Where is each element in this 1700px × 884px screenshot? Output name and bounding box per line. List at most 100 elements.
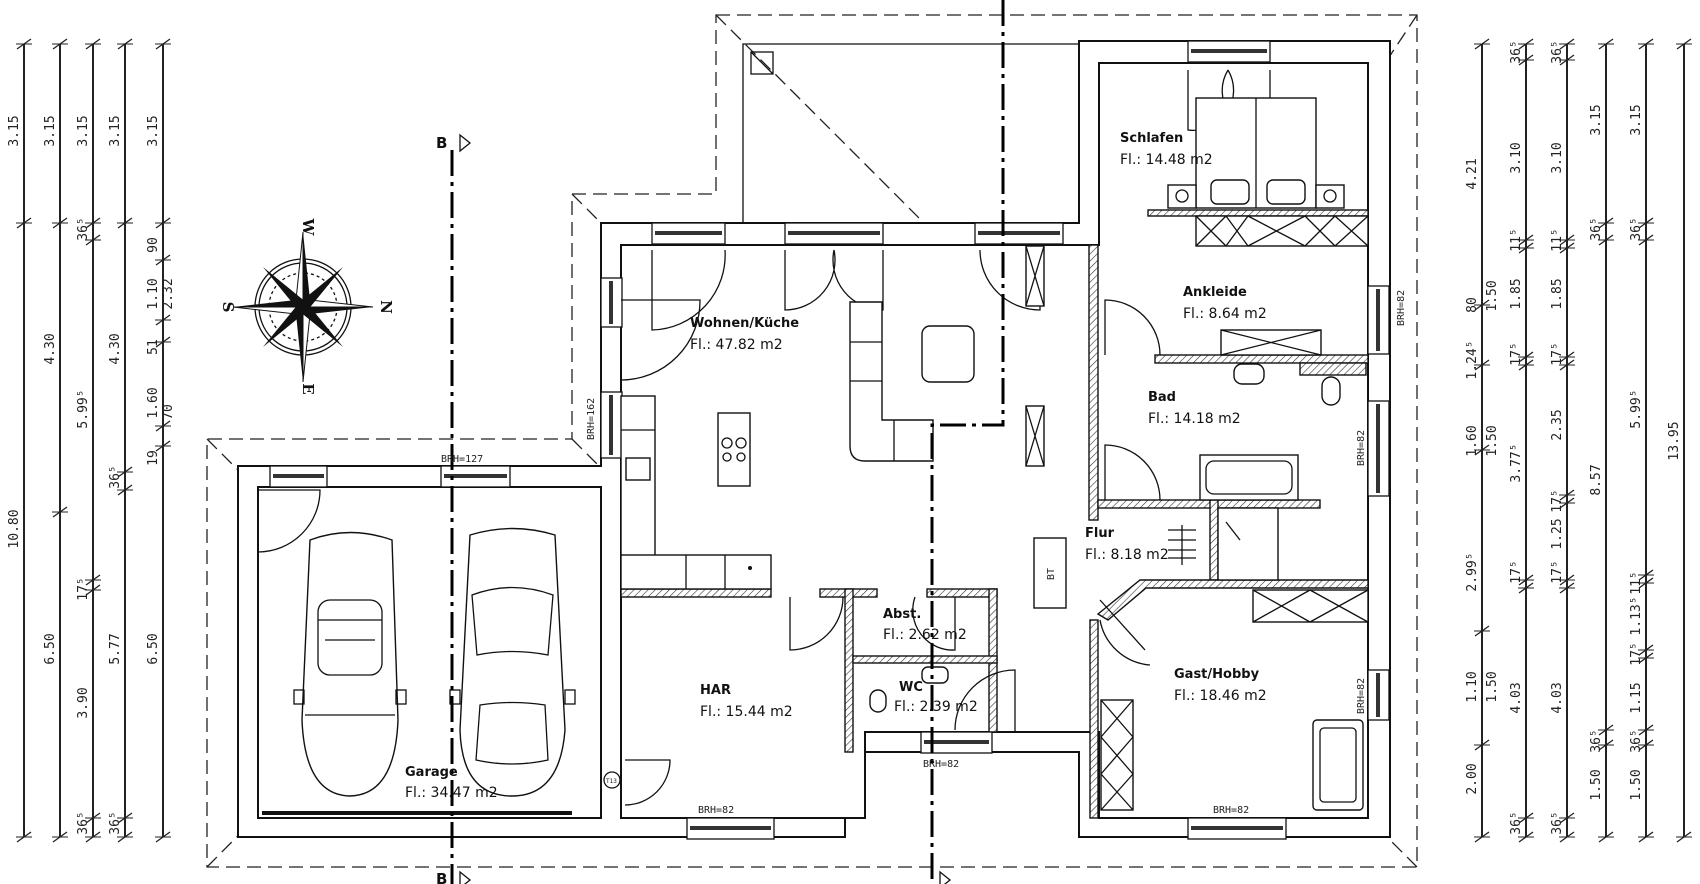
dimension-chain-left-3: 3.15 36⁵ 5.99⁵ 17⁵ 3.90 36⁵ xyxy=(76,38,101,843)
dimension-label: 4.30 xyxy=(108,333,123,364)
room-name-wc: WC xyxy=(899,680,923,695)
window xyxy=(974,222,1064,245)
dimension-label: 1.24⁵ xyxy=(1465,340,1480,379)
section-label-top: B xyxy=(436,134,447,152)
room-area-bad: Fl.: 14.18 m2 xyxy=(1148,411,1241,427)
dimension-label: 3.10 xyxy=(1509,142,1524,173)
door-bad xyxy=(1104,444,1161,501)
window xyxy=(440,465,511,488)
door-wohnen-side xyxy=(620,299,701,381)
dimension-chain-right-2: 1.501.501.50 xyxy=(1485,280,1500,702)
dimension-label: 3.15 xyxy=(1629,104,1644,135)
dimension-label: 17⁵ xyxy=(1509,560,1524,583)
coffee-table xyxy=(921,325,975,383)
dimension-label: 2.32 xyxy=(161,278,176,309)
dimension-label: 3.15 xyxy=(108,115,123,146)
dimension-label: 4.21 xyxy=(1465,158,1480,189)
room-labels: Wohnen/Küche Fl.: 47.82 m2 Schlafen Fl.:… xyxy=(405,131,1267,801)
room-area-schlafen: Fl.: 14.48 m2 xyxy=(1120,152,1213,168)
dimension-label: 1.25 xyxy=(1550,518,1565,549)
washbasin xyxy=(1233,363,1265,385)
room-name-har: HAR xyxy=(700,683,731,698)
dimension-label: 10.80 xyxy=(7,509,22,548)
section-lines xyxy=(450,0,1005,884)
car-left xyxy=(293,531,407,797)
dimension-label: 36⁵ xyxy=(1550,40,1565,63)
brh-ankleide: BRH=82 xyxy=(1396,290,1407,326)
door-wohnen-east xyxy=(979,249,1041,311)
compass-s: S xyxy=(219,302,237,313)
dimension-label: 1.85 xyxy=(1509,278,1524,309)
window xyxy=(651,222,726,245)
dimension-label: 11⁵ xyxy=(1509,228,1524,251)
dimension-label: 5.99⁵ xyxy=(76,389,91,428)
dimension-label: 2.99⁵ xyxy=(1465,552,1480,591)
window xyxy=(600,277,623,328)
door-har-exit xyxy=(624,759,671,806)
room-name-gast: Gast/Hobby xyxy=(1174,667,1260,682)
window xyxy=(1367,669,1390,721)
dimension-label: 17⁵ xyxy=(1629,642,1644,665)
dimension-label: 4.03 xyxy=(1509,682,1524,713)
dimension-label: 17⁵ xyxy=(1550,560,1565,583)
door-abst xyxy=(912,596,956,651)
dimension-label: 3.15 xyxy=(146,115,161,146)
dimension-chain-left-1: 3.15 10.80 xyxy=(7,38,32,843)
dimension-label: 1.50 xyxy=(1629,769,1644,800)
dimension-label: 6.50 xyxy=(43,633,58,664)
compass-n: N xyxy=(377,300,395,314)
furniture xyxy=(293,97,1369,811)
dimension-label: 36⁵ xyxy=(1550,811,1565,834)
dimension-label: 3.15 xyxy=(1589,104,1604,135)
windows xyxy=(262,40,1390,840)
brh-gast-side: BRH=82 xyxy=(1356,678,1367,714)
window xyxy=(784,222,884,245)
dimension-label: 3.15 xyxy=(7,115,22,146)
dimension-label: 17⁵ xyxy=(1550,342,1565,365)
door-wc xyxy=(954,669,1016,732)
dimension-label: 1.85 xyxy=(1550,278,1565,309)
dimension-label: 51 xyxy=(146,339,161,355)
dimension-label: 17⁵ xyxy=(76,577,91,600)
dimension-label: 36⁵ xyxy=(1589,217,1604,240)
brh-har: BRH=82 xyxy=(698,805,734,816)
dimension-label: 4.30 xyxy=(43,333,58,364)
shower xyxy=(1217,507,1279,581)
room-name-abst: Abst. xyxy=(883,607,921,622)
dimension-label: 36⁵ xyxy=(1509,40,1524,63)
compass-e: E xyxy=(299,383,317,394)
dimension-label: 11⁵ xyxy=(1629,571,1644,594)
dimension-label: 3.90 xyxy=(76,687,91,718)
room-area-flur: Fl.: 8.18 m2 xyxy=(1085,547,1169,563)
dimension-label: 1.10 xyxy=(1465,671,1480,702)
dimension-label: 36⁵ xyxy=(76,217,91,240)
window xyxy=(269,465,328,488)
window xyxy=(600,391,623,459)
kitchen-island xyxy=(717,412,751,487)
brh-wc: BRH=82 xyxy=(923,759,959,770)
door-wohnen-terrace xyxy=(651,249,726,331)
dimension-label: 36⁵ xyxy=(1589,729,1604,752)
room-area-gast: Fl.: 18.46 m2 xyxy=(1174,688,1267,704)
dimension-label: 2.35 xyxy=(1550,409,1565,440)
dimension-label: 36⁵ xyxy=(76,811,91,834)
window xyxy=(1367,400,1390,497)
brh-garage: BRH=127 xyxy=(441,454,483,465)
dimension-label: 36⁵ xyxy=(1629,217,1644,240)
window xyxy=(1367,285,1390,355)
dimension-label: 6.50 xyxy=(146,633,161,664)
door-har xyxy=(789,596,844,651)
dimension-label: 3.15 xyxy=(76,115,91,146)
dimension-label: 13.95 xyxy=(1667,421,1682,460)
dimension-label: 17⁵ xyxy=(1509,342,1524,365)
room-name-schlafen: Schlafen xyxy=(1120,131,1183,146)
window xyxy=(686,817,775,840)
wc-toilet xyxy=(869,689,887,713)
